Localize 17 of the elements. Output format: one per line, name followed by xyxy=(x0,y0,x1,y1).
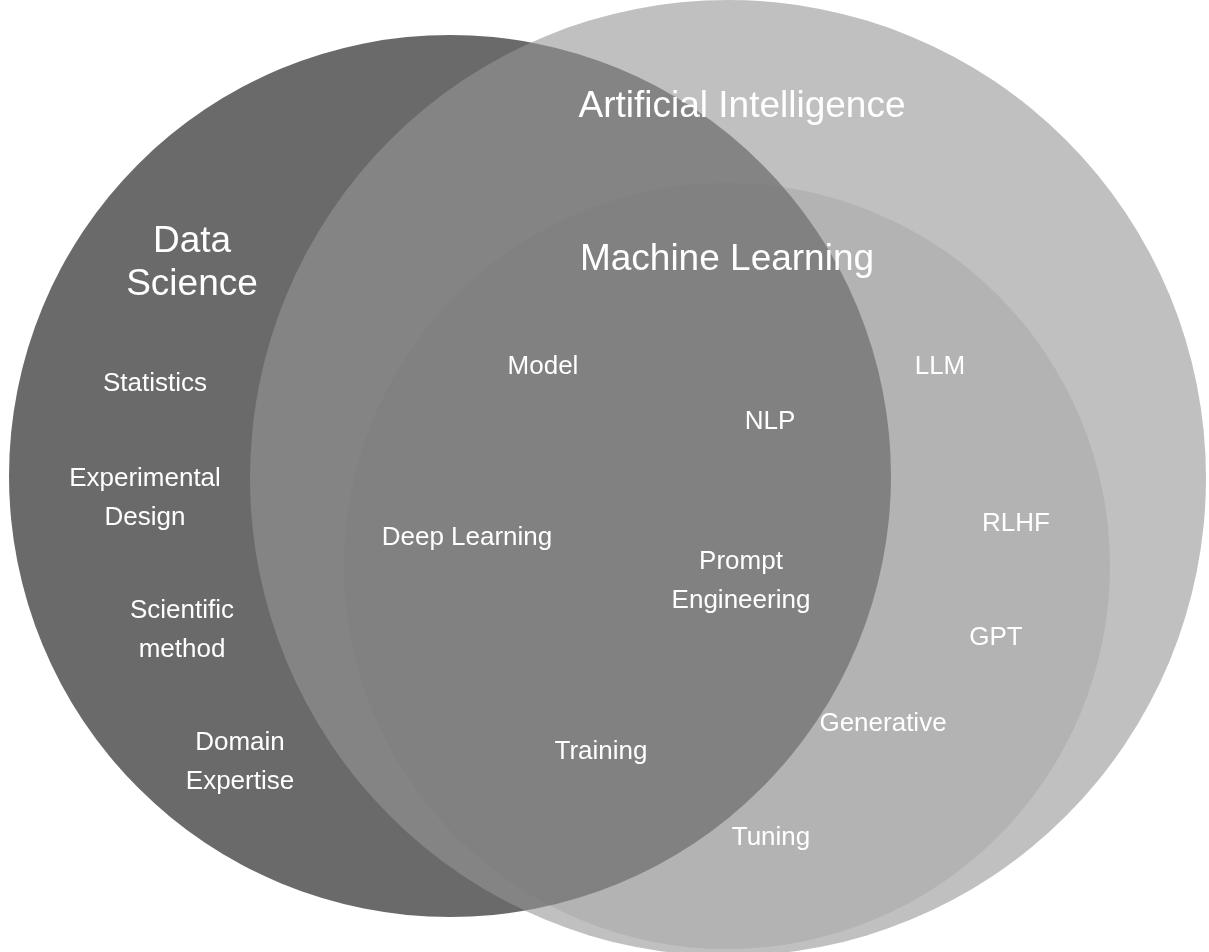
term-label: LLM xyxy=(913,348,967,382)
term-label: Domain Expertise xyxy=(184,725,296,797)
term-label: Generative xyxy=(818,705,948,739)
term-label: Model xyxy=(506,348,580,382)
set-title: Artificial Intelligence xyxy=(577,83,907,127)
term-label: Deep Learning xyxy=(380,519,554,553)
term-label: Experimental Design xyxy=(68,461,222,533)
set-title: Machine Learning xyxy=(578,236,876,280)
term-label: Statistics xyxy=(102,365,208,399)
term-label: NLP xyxy=(743,403,797,437)
term-label: Tuning xyxy=(730,819,812,853)
set-title: Data Science xyxy=(125,219,259,305)
term-label: Training xyxy=(553,733,649,767)
term-label: RLHF xyxy=(981,505,1051,539)
term-label: GPT xyxy=(968,619,1024,653)
term-label: Prompt Engineering xyxy=(670,544,812,616)
term-label: Scientific method xyxy=(128,593,235,665)
